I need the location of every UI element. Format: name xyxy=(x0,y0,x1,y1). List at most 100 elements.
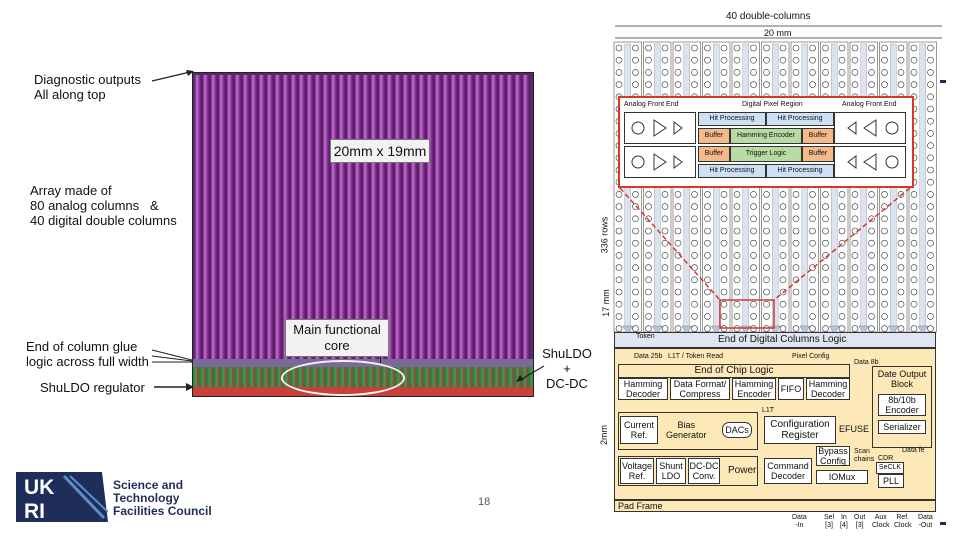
pixel-cell xyxy=(868,264,875,271)
pixel-cell xyxy=(792,313,800,320)
pixel-cell xyxy=(809,203,816,210)
diag-line2: All along top xyxy=(34,87,106,102)
pixel-cell xyxy=(750,215,757,223)
bias-generator-area xyxy=(618,412,758,450)
pixel-cell xyxy=(897,276,905,284)
shuldo-regulator-label: ShuLDO regulator xyxy=(40,380,145,395)
pixel-cell xyxy=(868,325,875,332)
pixel-array-columns xyxy=(195,75,531,359)
pixel-cell xyxy=(763,252,770,259)
pixel-cell xyxy=(792,56,800,64)
pixel-cell xyxy=(750,69,757,76)
enc-l2: Encoder xyxy=(885,405,919,415)
pixel-cell xyxy=(632,81,639,88)
bg-l2: Generator xyxy=(666,430,707,440)
pixel-cell xyxy=(809,227,816,235)
dacs-box: DACs xyxy=(722,422,752,438)
pixel-cell xyxy=(897,300,905,308)
pixel-cell xyxy=(674,203,682,210)
pixel-cell xyxy=(632,69,639,76)
pixel-cell xyxy=(733,203,741,210)
pixel-cell xyxy=(632,288,639,296)
pin5-l2: Clock xyxy=(872,522,890,529)
pixel-cell xyxy=(763,239,770,247)
sc-l2: chains xyxy=(854,456,875,463)
page-number: 18 xyxy=(478,496,491,508)
pixel-cell xyxy=(881,227,888,235)
pin-data-out: Data-Out xyxy=(918,514,933,530)
pin4-l2: [3] xyxy=(855,522,864,529)
pixel-cell xyxy=(822,81,829,88)
pixel-cell xyxy=(881,81,888,88)
pixel-cell xyxy=(661,239,669,247)
pixel-cell xyxy=(822,191,829,198)
pixel-cell xyxy=(733,81,741,88)
pixel-cell xyxy=(792,215,800,223)
pixel-cell xyxy=(779,264,787,271)
pixel-cell xyxy=(632,276,639,284)
pixel-cell xyxy=(661,81,669,88)
pixel-cell xyxy=(792,325,800,332)
pin-sel: Sel[3] xyxy=(824,514,834,530)
eodc-bar xyxy=(614,332,936,348)
zoom-guides xyxy=(619,187,911,329)
pixel-cell xyxy=(661,191,669,198)
pixel-cell xyxy=(881,276,888,284)
pixel-cell xyxy=(632,252,639,259)
pixel-cell xyxy=(720,252,728,259)
double-columns-label: 40 double-columns xyxy=(726,11,811,22)
pin7-l2: -Out xyxy=(918,522,933,529)
pixel-cell xyxy=(838,252,846,259)
ukri-logo-icon: UK RI xyxy=(16,472,108,522)
pixel-cell xyxy=(868,252,875,259)
vr-l1: Voltage xyxy=(621,461,653,471)
pixel-cell xyxy=(720,239,728,247)
pixel-cell xyxy=(927,81,934,88)
pixel-cell xyxy=(927,130,934,137)
hamming-encoder: Hamming Encoder xyxy=(730,128,802,144)
pixel-cell xyxy=(645,239,652,247)
pixel-cell xyxy=(674,288,682,296)
pixel-cell xyxy=(838,191,846,198)
pixel-cell xyxy=(897,44,905,52)
hd1-l2: Decoder xyxy=(625,389,661,399)
pixel-cell xyxy=(720,300,728,308)
pixel-cell xyxy=(674,69,682,76)
pixel-cell xyxy=(881,288,888,296)
pixel-cell xyxy=(720,313,728,320)
pixel-cell xyxy=(632,313,639,320)
pixel-cell xyxy=(661,227,669,235)
cr-l2: Ref. xyxy=(630,430,648,440)
pll-box: PLL xyxy=(878,474,904,488)
pixel-cell xyxy=(661,313,669,320)
pixel-cell xyxy=(851,191,859,198)
pin3-l1: In xyxy=(840,514,847,521)
pixel-cell xyxy=(851,44,859,52)
pixel-cell xyxy=(615,81,623,88)
amplifier-icons xyxy=(631,119,899,171)
main-core-line1: Main functional xyxy=(293,322,381,337)
pixel-cell xyxy=(927,300,934,308)
pixel-cell xyxy=(927,69,934,76)
pixel-cell xyxy=(704,203,711,210)
trigger-logic: Trigger Logic xyxy=(730,146,802,162)
pixel-cell xyxy=(691,215,698,223)
pixel-cell xyxy=(615,276,623,284)
pixel-cell xyxy=(720,44,728,52)
pixel-cell xyxy=(838,264,846,271)
pixel-cell xyxy=(910,264,918,271)
pixel-cell xyxy=(927,276,934,284)
hd2-l2: Decoder xyxy=(810,389,846,399)
pixel-cell xyxy=(720,215,728,223)
pixel-cell xyxy=(792,252,800,259)
pixel-cell xyxy=(809,191,816,198)
pixel-cell xyxy=(927,56,934,64)
pixel-cell xyxy=(704,313,711,320)
efuse-box: EFUSE xyxy=(838,418,870,440)
pixel-cell xyxy=(792,239,800,247)
pixel-cell xyxy=(868,313,875,320)
column-readout-arrow xyxy=(887,325,899,335)
